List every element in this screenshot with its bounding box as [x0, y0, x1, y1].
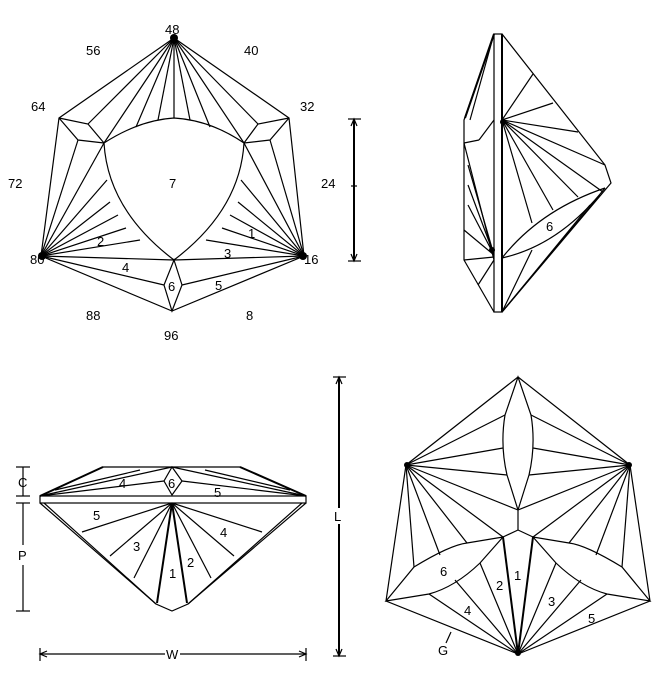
profile-pavilion-label-2: 2: [187, 555, 194, 570]
dimension-label-w: W: [166, 647, 179, 662]
index-label-80: 80: [30, 252, 44, 267]
profile-pavilion-label-3: 3: [133, 539, 140, 554]
index-label-72: 72: [8, 176, 22, 191]
pavilion-label-5: 5: [588, 611, 595, 626]
index-label-40: 40: [244, 43, 258, 58]
facet-label-4: 4: [122, 260, 129, 275]
side-view: 6: [463, 33, 612, 313]
index-label-48: 48: [165, 22, 179, 37]
index-label-64: 64: [31, 99, 45, 114]
facet-label-1: 1: [248, 226, 255, 241]
pavilion-label-6: 6: [440, 564, 447, 579]
pavilion-view: 6 2 1 3 4 5 G: [384, 375, 652, 658]
index-label-96: 96: [164, 328, 178, 343]
dimension-label-l: L: [334, 509, 341, 524]
profile-pavilion-label-5: 5: [93, 508, 100, 523]
index-label-56: 56: [86, 43, 100, 58]
profile-crown-label-6: 6: [168, 476, 175, 491]
pavilion-label-4: 4: [464, 603, 471, 618]
profile-pavilion-label-1: 1: [169, 566, 176, 581]
facet-label-2: 2: [97, 234, 104, 249]
pavilion-label-2: 2: [496, 578, 503, 593]
profile-crown-label-4: 4: [119, 476, 126, 491]
index-label-24: 24: [321, 176, 335, 191]
girdle-label-g: G: [438, 643, 448, 658]
profile-view: 4 6 5 5 3 1 2 4: [39, 465, 307, 612]
index-label-88: 88: [86, 308, 100, 323]
index-label-16: 16: [304, 252, 318, 267]
profile-dimension-lines: C P W L: [16, 375, 346, 662]
dimension-label-p: P: [18, 548, 27, 563]
index-label-32: 32: [300, 99, 314, 114]
crown-dimension-arrow: [348, 117, 361, 263]
pavilion-label-1: 1: [514, 568, 521, 583]
side-facet-label-6: 6: [546, 219, 553, 234]
dimension-label-c: C: [18, 475, 27, 490]
facet-label-5: 5: [215, 278, 222, 293]
crown-view: 48 56 40 64 32 72 24 80 16 88 8 96 7 1 2…: [8, 22, 335, 343]
profile-pavilion-label-4: 4: [220, 525, 227, 540]
index-label-8: 8: [246, 308, 253, 323]
pavilion-label-3: 3: [548, 594, 555, 609]
facet-label-6: 6: [168, 279, 175, 294]
profile-crown-label-5: 5: [214, 485, 221, 500]
facet-label-3: 3: [224, 246, 231, 261]
facet-label-table: 7: [169, 176, 176, 191]
